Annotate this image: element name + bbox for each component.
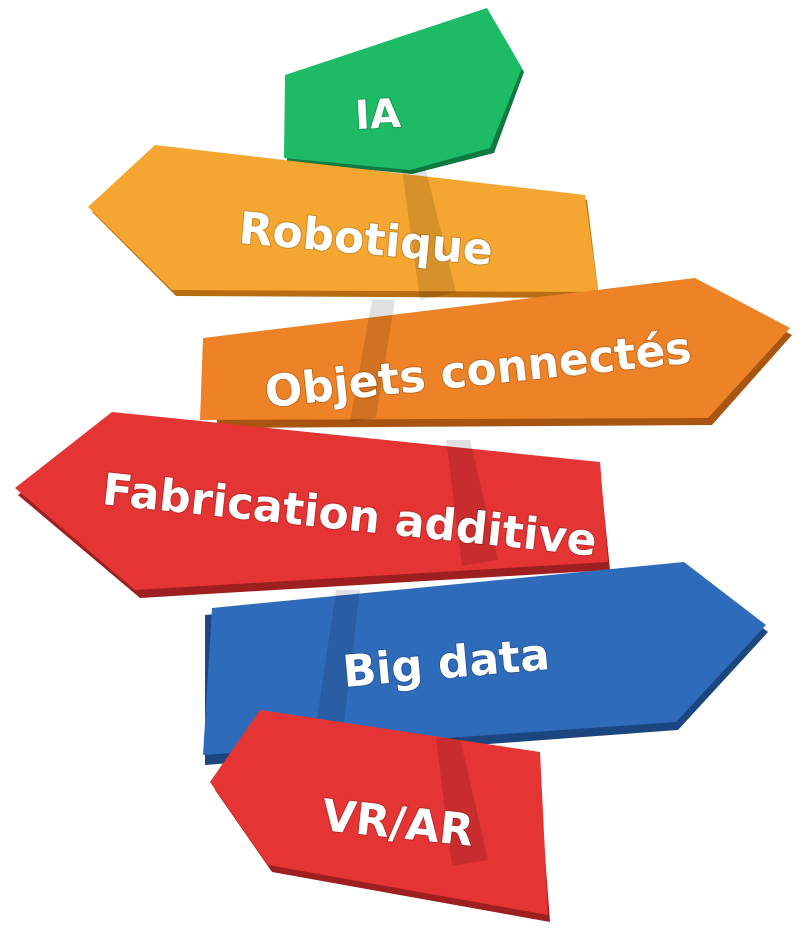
post-shadow-2 bbox=[350, 300, 395, 422]
post-shadow-4 bbox=[316, 590, 360, 726]
sign-vr-ar-board bbox=[210, 710, 548, 915]
sign-ia-board bbox=[284, 8, 522, 170]
sign-big-data-board bbox=[203, 562, 766, 755]
sign-fabrication-additive-board bbox=[15, 412, 608, 590]
sign-ia-label: IA bbox=[354, 91, 402, 139]
sign-big-data[interactable]: Big data bbox=[203, 562, 768, 765]
post-shadow-1 bbox=[402, 170, 456, 300]
sign-ia[interactable]: IA bbox=[284, 8, 524, 174]
sign-objets-connectes-board bbox=[200, 278, 790, 420]
sign-vr-ar[interactable]: VR/AR bbox=[210, 710, 550, 922]
sign-robotique-board bbox=[88, 145, 598, 292]
sign-robotique[interactable]: Robotique bbox=[88, 145, 599, 300]
sign-fabrication-additive[interactable]: Fabrication additive bbox=[15, 412, 610, 598]
post-shadow-3 bbox=[446, 440, 498, 566]
sign-objets-connectes[interactable]: Objets connectés bbox=[200, 278, 792, 428]
post-shadow-5 bbox=[436, 738, 488, 866]
